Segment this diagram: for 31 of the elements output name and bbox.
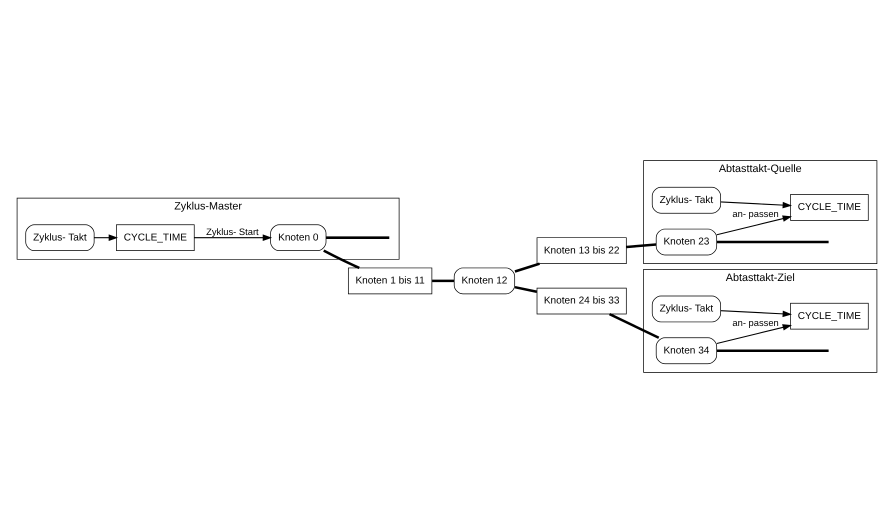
arrow [720,200,792,208]
node-box: Knoten 34 [656,336,718,364]
connector [432,279,454,282]
edge-label: an- passen [732,317,779,328]
connector [716,240,829,243]
connector [626,242,656,248]
connector [514,285,538,292]
node-box: Knoten 0 [270,224,326,251]
arrow [94,234,118,240]
connector [323,249,360,269]
node-box: Knoten 24 bis 33 [536,287,627,314]
arrow [716,324,792,344]
edge-label: Zyklus- Start [206,226,259,237]
node-box: Zyklus- Takt [25,224,94,251]
node-box: CYCLE_TIME [116,224,195,251]
node-box: Zyklus- Takt [652,186,721,214]
node-box: Zyklus- Takt [652,295,721,322]
node-box: Knoten 23 [656,228,718,255]
connector [326,236,390,238]
edge-label: an- passen [732,208,779,219]
node-box: Knoten 13 bis 22 [536,236,627,264]
arrow [720,310,792,317]
node-box: CYCLE_TIME [790,302,869,329]
connector [716,349,829,352]
connector [608,312,660,338]
connector [514,262,540,272]
arrow [194,234,272,240]
node-box: CYCLE_TIME [790,194,869,220]
node-box: Knoten 12 [454,267,516,294]
node-box: Knoten 1 bis 11 [348,267,432,294]
arrow [716,214,792,235]
